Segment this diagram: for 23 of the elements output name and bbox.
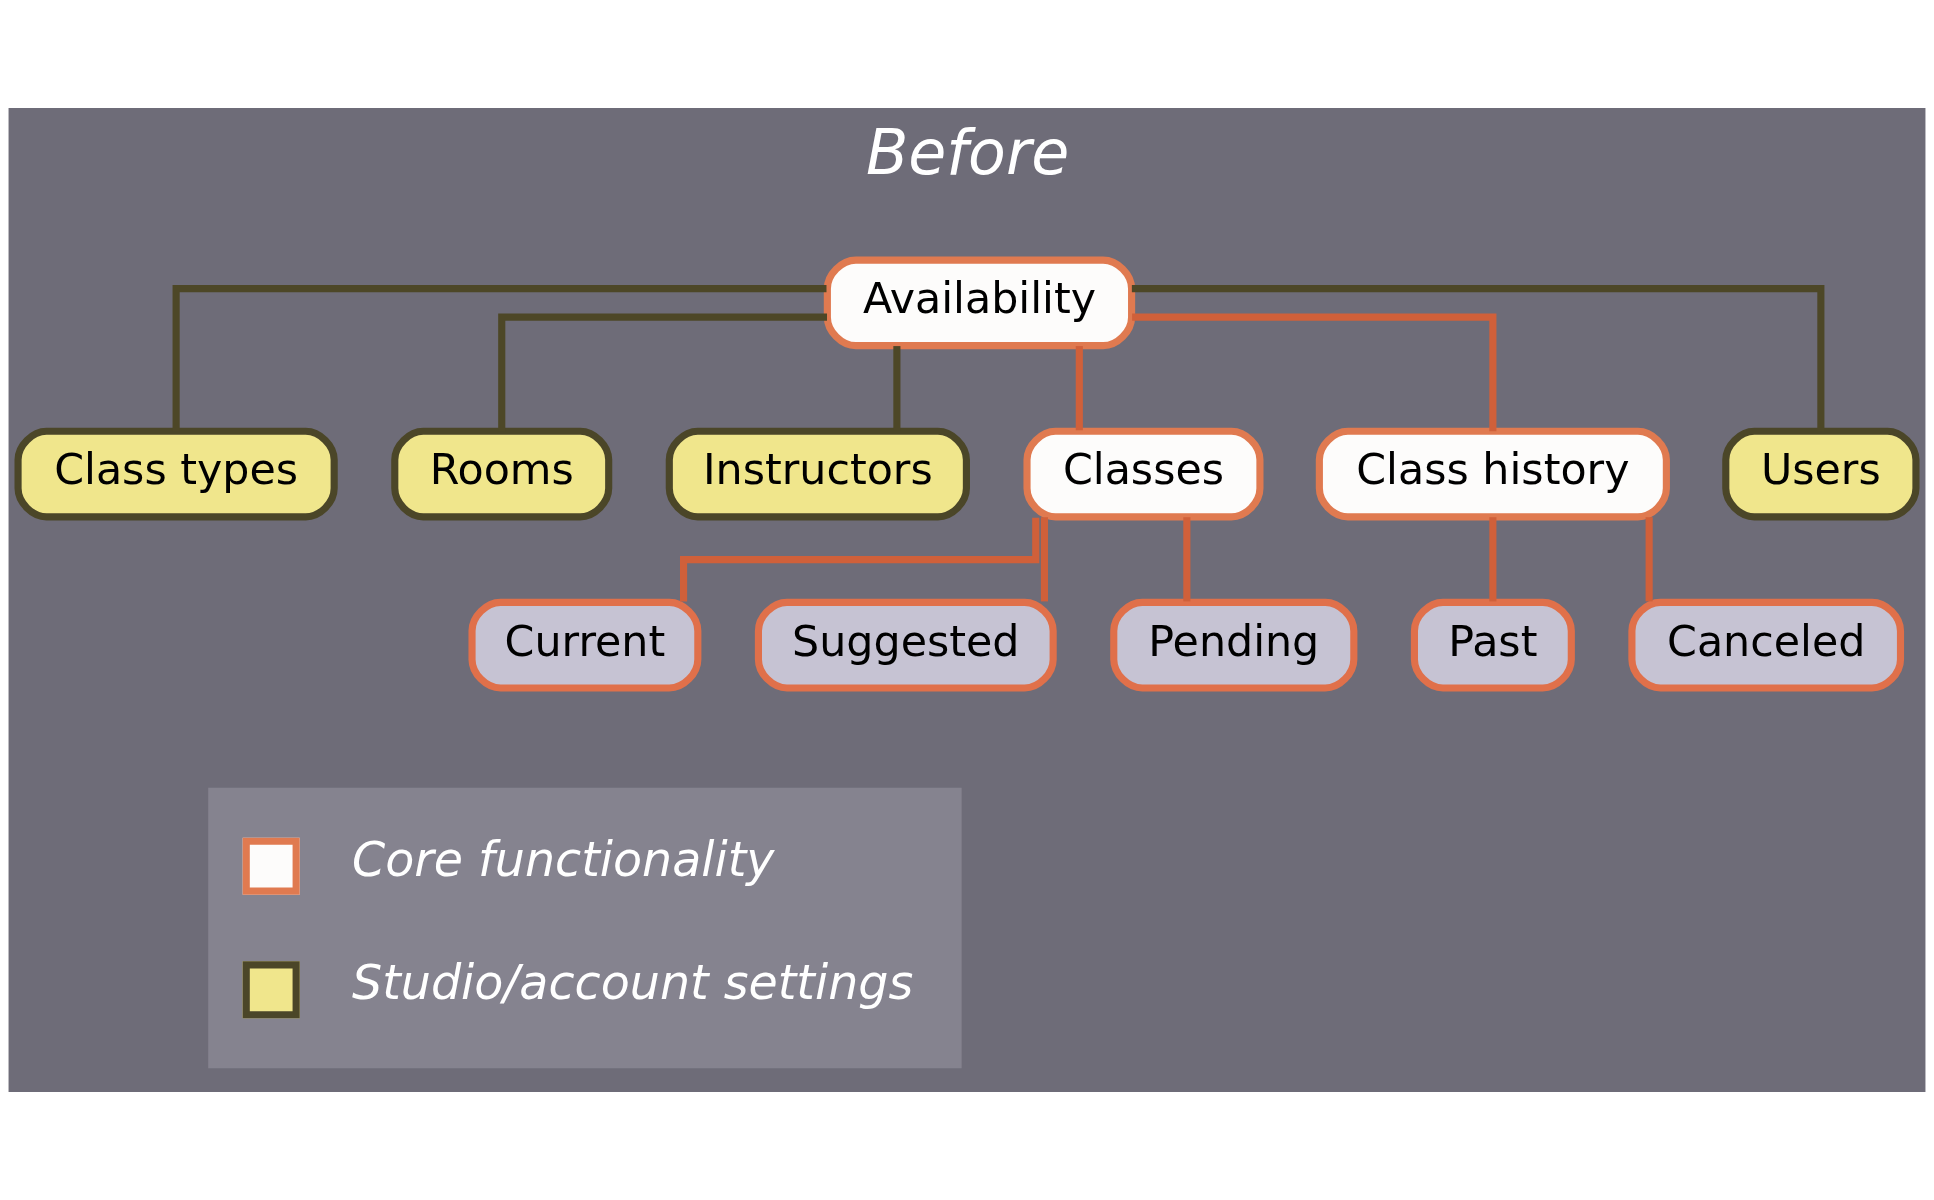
connector xyxy=(1489,517,1497,602)
node-box: Pending xyxy=(1110,598,1358,692)
node-box: Canceled xyxy=(1628,598,1905,692)
node-box: Users xyxy=(1722,427,1920,521)
node-box: Availability xyxy=(823,256,1136,350)
connector xyxy=(1075,346,1083,431)
connector xyxy=(1040,517,1048,602)
diagram-title: Before xyxy=(865,117,1070,190)
connector xyxy=(1645,517,1653,602)
node-box: Suggested xyxy=(754,598,1057,692)
connector xyxy=(1132,313,1497,432)
node-box: Classes xyxy=(1023,427,1264,521)
node-box: Class history xyxy=(1315,427,1670,521)
legend-label: Studio/account settings xyxy=(352,955,914,1011)
node-box: Past xyxy=(1410,598,1575,692)
connector xyxy=(1183,517,1191,602)
node-box: Current xyxy=(468,598,702,692)
node-box: Class types xyxy=(14,427,338,521)
node-box: Rooms xyxy=(391,427,613,521)
legend-label: Core functionality xyxy=(352,831,775,887)
connector xyxy=(1131,285,1825,432)
connector xyxy=(893,346,901,431)
node-box: Instructors xyxy=(665,427,970,521)
